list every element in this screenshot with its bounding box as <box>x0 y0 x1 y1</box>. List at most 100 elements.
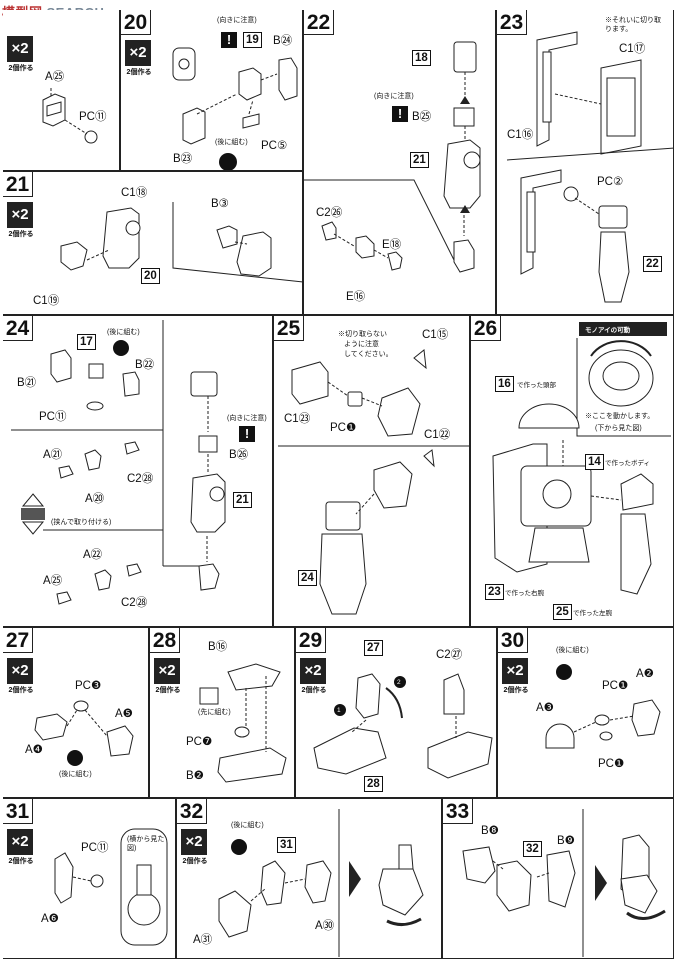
step-19-diagram <box>42 88 98 144</box>
no-cut-note-2: ように注意 <box>344 341 379 348</box>
ref-box-22: 22 <box>643 256 662 272</box>
part-label-c2-27: C2㉗ <box>436 649 463 661</box>
back-note: (後に組む) <box>215 139 248 146</box>
part-label-c2-28: C2㉘ <box>127 473 154 485</box>
step-number: 22 <box>304 10 334 35</box>
x2-badge: ×2 <box>7 202 33 228</box>
made-right-arm-label: で作った右腕 <box>505 590 544 597</box>
step-19-panel: ×2 2個作る A㉕ PC⑪ <box>3 10 120 171</box>
x2-badge: ×2 <box>154 658 180 684</box>
part-label-a31: A㉛ <box>193 934 213 946</box>
part-label-c16: C1⑯ <box>507 129 534 141</box>
x2-badge: ×2 <box>7 658 33 684</box>
part-label-a20: A⑳ <box>85 493 105 505</box>
step-31-panel: 31 ×2 2個作る PC⑪ A❻ (横から見た図) <box>3 798 176 959</box>
part-label-b26: B㉖ <box>229 449 249 461</box>
no-cut-note-3: してください。 <box>344 351 393 358</box>
back-note: (後に組む) <box>107 329 140 336</box>
part-label-pc11: PC⑪ <box>39 411 67 423</box>
step-21-panel: 21 ×2 2個作る C1⑱ C1⑲ B③ 20 <box>3 171 303 315</box>
part-label-pc11: PC⑪ <box>81 842 109 854</box>
part-label-pc5: PC⑤ <box>261 140 288 152</box>
part-label-a22: A㉒ <box>83 549 103 561</box>
orientation-note: (向きに注意) <box>374 93 414 100</box>
make-two-label: 2個作る <box>126 69 152 76</box>
step-33-panel: 33 B❽ 32 B❾ <box>442 798 674 959</box>
part-label-pc7: PC❼ <box>186 736 213 748</box>
part-label-a25: A㉕ <box>43 575 63 587</box>
part-label-pc3: PC❸ <box>75 680 102 692</box>
x2-badge: ×2 <box>181 829 207 855</box>
step-22-diagram <box>304 41 481 273</box>
part-label-b22: B㉒ <box>135 359 155 371</box>
part-label-b9: B❾ <box>557 835 575 847</box>
ref-box-23: 23 <box>485 584 504 600</box>
part-label-pc2: PC② <box>597 176 624 188</box>
step-28-panel: 28 ×2 2個作る B⑯ (先に組む) PC❼ B❷ <box>149 627 295 798</box>
step-20-panel: 20 ×2 2個作る (向きに注意) ! 19 B㉔ (後に組む) B㉓ PC⑤ <box>120 10 303 171</box>
make-two-label: 2個作る <box>8 65 34 72</box>
made-left-arm-label: で作った左腕 <box>573 610 612 617</box>
x2-badge: ×2 <box>7 829 33 855</box>
ref-box-14: 14 <box>585 454 604 470</box>
part-label-c17: C1⑰ <box>619 43 646 55</box>
step-number: 23 <box>497 10 527 35</box>
step-marker-1: 1 <box>337 707 341 714</box>
mono-eye-note: ※ここを動かします。 <box>585 413 655 420</box>
step-23-panel: 23 ※それいに切り取ります。 C1⑰ C1⑯ PC② 22 <box>496 10 674 315</box>
ref-box-18: 18 <box>412 50 431 66</box>
part-label-b25: B㉕ <box>412 111 432 123</box>
part-label-b8: B❽ <box>481 825 499 837</box>
part-label-a4: A❹ <box>25 744 43 756</box>
step-number: 29 <box>296 628 326 653</box>
make-two-label: 2個作る <box>8 687 34 694</box>
make-two-label: 2個作る <box>182 858 208 865</box>
make-two-label: 2個作る <box>155 687 181 694</box>
part-label-a21: A㉑ <box>43 449 63 461</box>
step-25-panel: 25 ※切り取らない ように注意 してください。 C1⑮ C1㉓ PC❶ C1㉒… <box>273 315 470 627</box>
ref-box-17: 17 <box>77 334 96 350</box>
step-number: 31 <box>3 799 33 824</box>
step-25-diagram <box>278 349 469 615</box>
ref-box-32: 32 <box>523 841 542 857</box>
ref-box-21: 21 <box>410 152 429 168</box>
made-head-label: で作った頭部 <box>517 382 556 389</box>
step-marker-2: 2 <box>397 679 401 686</box>
part-label-pc1b: PC❶ <box>598 758 625 770</box>
make-two-label: 2個作る <box>8 858 34 865</box>
part-label-c2-28b: C2㉘ <box>121 597 148 609</box>
part-label-e16: E⑯ <box>346 291 366 303</box>
part-label-b2: B❷ <box>186 770 204 782</box>
x2-badge: ×2 <box>125 40 151 66</box>
back-note: (後に組む) <box>556 647 589 654</box>
part-label-b23: B㉓ <box>173 153 193 165</box>
warning-icon: ! <box>392 106 408 122</box>
ref-box-20: 20 <box>141 268 160 284</box>
step-26-diagram <box>492 322 671 595</box>
step-31-diagram <box>54 828 168 946</box>
part-label-pc1: PC❶ <box>330 422 357 434</box>
part-label-a25: A㉕ <box>45 71 65 83</box>
step-20-diagram <box>172 47 298 170</box>
step-30-panel: 30 ×2 2個作る (後に組む) A❸ PC❶ A❷ PC❶ <box>497 627 674 798</box>
step-number: 30 <box>498 628 528 653</box>
part-label-a2: A❷ <box>636 668 654 680</box>
step-29-panel: 29 ×2 2個作る 1 2 27 C2㉗ 28 <box>295 627 497 798</box>
x2-badge: ×2 <box>7 36 33 62</box>
step-33-diagram <box>462 809 666 957</box>
side-view-note: (横から見た図) <box>127 836 165 852</box>
step-number: 21 <box>3 172 33 197</box>
step-24-diagram <box>11 320 226 605</box>
part-label-c23: C1㉓ <box>284 413 311 425</box>
step-22-panel: 22 18 (向きに注意) ! B㉕ 21 C2㉖ E⑱ E⑯ <box>303 10 496 315</box>
mono-eye-title: モノアイの可動 <box>585 327 631 334</box>
part-label-c15: C1⑮ <box>422 329 449 341</box>
part-label-e18: E⑱ <box>382 239 402 251</box>
back-note: (後に組む) <box>231 822 264 829</box>
part-label-b21: B㉑ <box>17 377 37 389</box>
x2-badge: ×2 <box>300 658 326 684</box>
part-label-c2-26: C2㉖ <box>316 207 343 219</box>
step-number: 20 <box>121 10 151 35</box>
part-label-a5: A❺ <box>115 708 133 720</box>
